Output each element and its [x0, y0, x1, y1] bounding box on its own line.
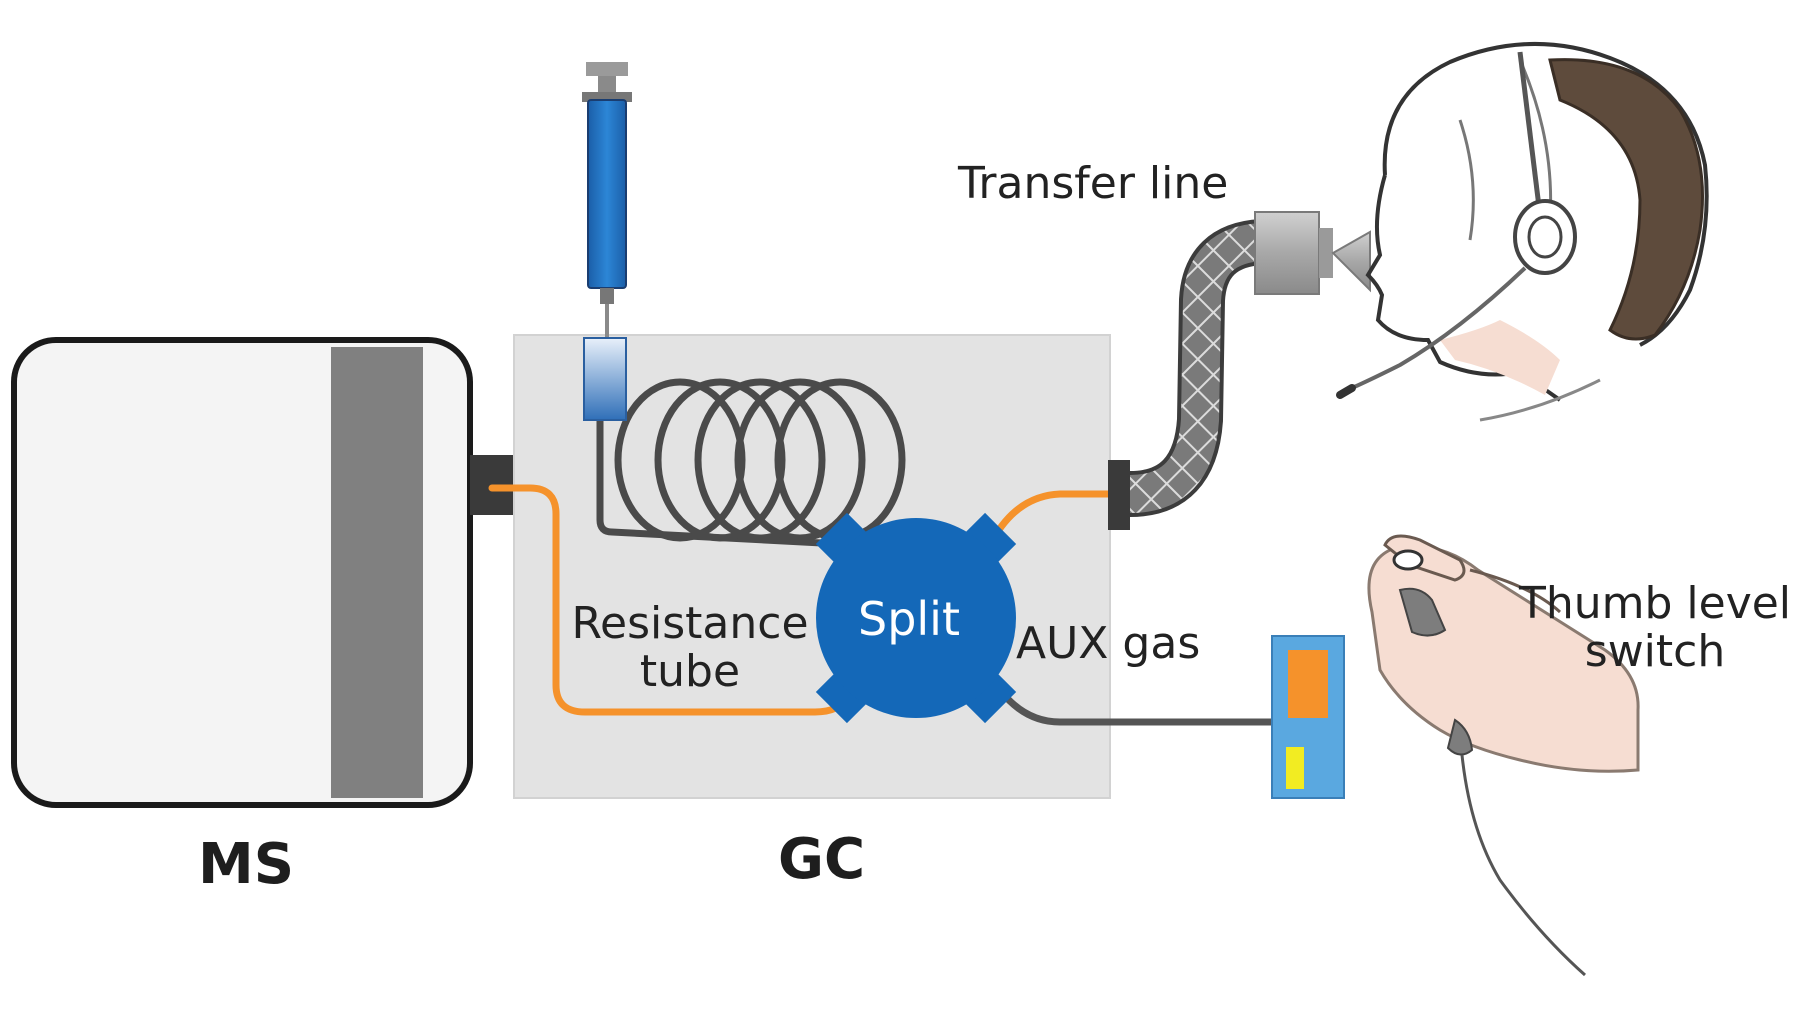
- syringe-icon: [582, 62, 632, 352]
- thumb-switch-label: Thumb level switch: [1510, 580, 1800, 676]
- head-with-headset-icon: [1336, 41, 1709, 422]
- ms-label: MS: [198, 832, 295, 897]
- transfer-line-label: Transfer line: [958, 158, 1229, 209]
- split-label: Split: [858, 592, 960, 646]
- hand-with-switch-icon: [1367, 534, 1640, 977]
- resistance-tube-label: Resistance tube: [570, 600, 810, 696]
- ms-instrument: [11, 337, 473, 808]
- resistance-tube-label-line2: tube: [639, 646, 741, 697]
- transfer-line-connector: [1108, 460, 1130, 530]
- gc-column-coil: [596, 378, 906, 549]
- resistance-tube-label-line1: Resistance: [571, 598, 809, 649]
- switch-box: [1271, 635, 1345, 799]
- injector-port: [583, 337, 627, 421]
- aux-gas-label: AUX gas: [1016, 618, 1201, 669]
- gc-label: GC: [778, 827, 866, 892]
- thumb-switch-label-line1: Thumb level: [1518, 578, 1792, 629]
- split-valve: [815, 512, 1017, 724]
- transfer-line: [1128, 219, 1272, 517]
- thumb-switch-label-line2: switch: [1584, 626, 1726, 677]
- sniffer-port: [1254, 211, 1371, 295]
